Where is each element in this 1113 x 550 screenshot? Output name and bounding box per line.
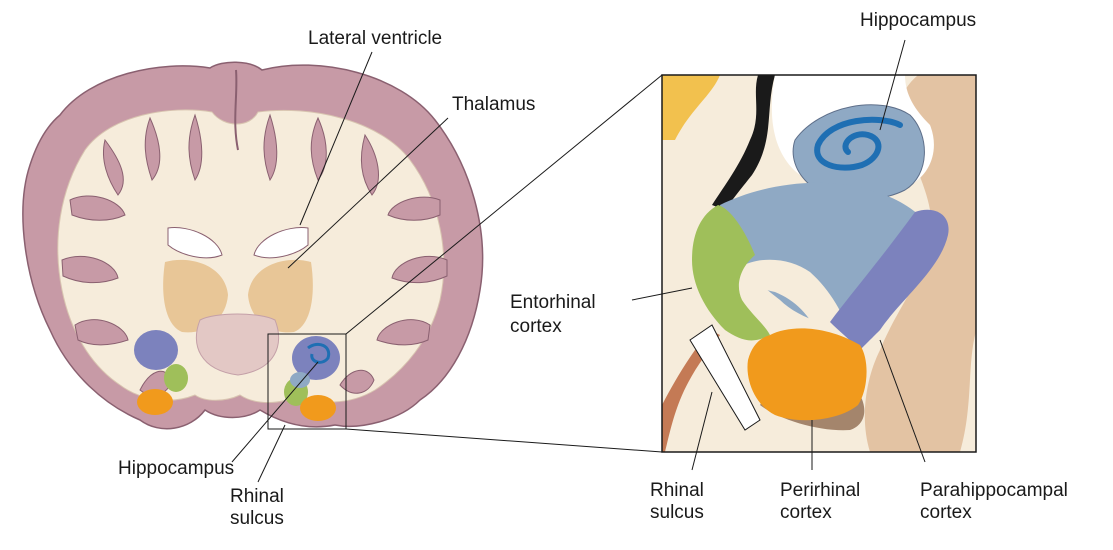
label-parahippocampal-cortex: Parahippocampal cortex [920, 480, 1068, 524]
label-rhinal-sulcus-right-line1: Rhinal [650, 480, 704, 502]
perirhinal-cortex [747, 328, 866, 420]
label-perirhinal-cortex: Perirhinal cortex [780, 480, 860, 524]
label-entorhinal-line2: cortex [510, 316, 596, 338]
entorhinal-left [164, 364, 188, 392]
label-perirhinal-line1: Perirhinal [780, 480, 860, 502]
magnified-view [662, 62, 998, 452]
perirhinal-right [300, 395, 336, 421]
coronal-brain-section [23, 62, 483, 428]
label-hippocampus-right: Hippocampus [860, 10, 976, 32]
label-lateral-ventricle: Lateral ventricle [308, 28, 442, 50]
label-rhinal-sulcus-left-line2: sulcus [230, 508, 284, 530]
label-entorhinal-line1: Entorhinal [510, 292, 596, 314]
label-perirhinal-line2: cortex [780, 502, 860, 524]
label-parahippocampal-line1: Parahippocampal [920, 480, 1068, 502]
label-entorhinal-cortex: Entorhinal cortex [510, 292, 596, 338]
label-hippocampus-left: Hippocampus [118, 458, 234, 480]
label-rhinal-sulcus-left: Rhinal sulcus [230, 486, 284, 530]
label-rhinal-sulcus-right: Rhinal sulcus [650, 480, 704, 524]
zoom-line-bottom [346, 429, 662, 452]
label-parahippocampal-line2: cortex [920, 502, 1068, 524]
hippocampus-region-left [134, 330, 178, 370]
label-thalamus: Thalamus [452, 94, 535, 116]
perirhinal-left [137, 389, 173, 415]
label-rhinal-sulcus-left-line1: Rhinal [230, 486, 284, 508]
label-rhinal-sulcus-right-line2: sulcus [650, 502, 704, 524]
